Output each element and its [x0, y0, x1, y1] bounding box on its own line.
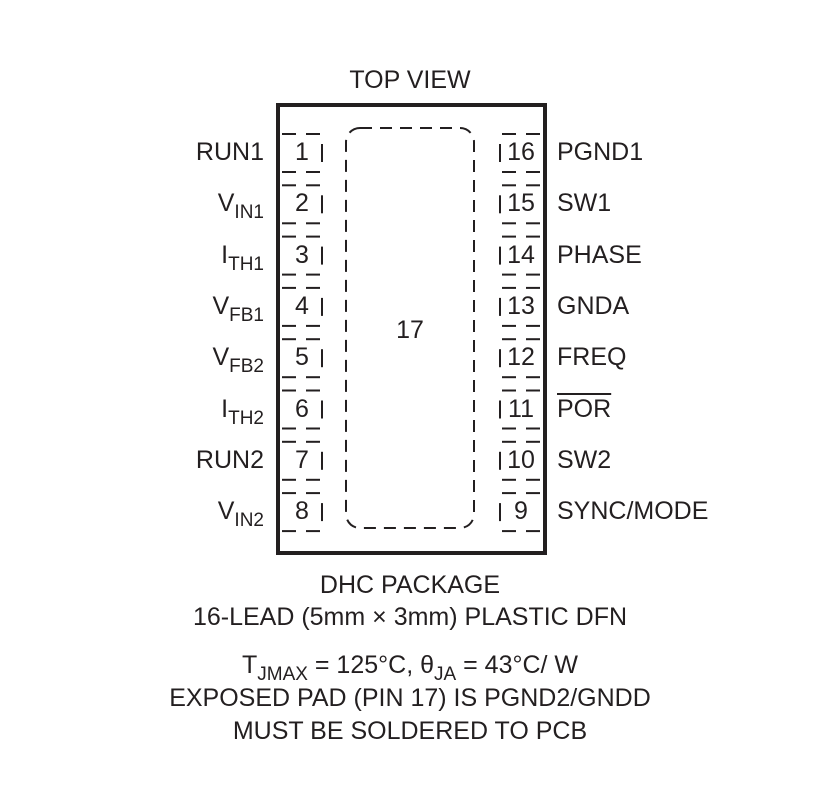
theta-subscript: JA: [434, 664, 457, 685]
pin-label: VFB2: [120, 343, 264, 377]
pin-label: ITH2: [120, 394, 264, 428]
pin-label: POR: [557, 394, 612, 423]
pin-name: RUN1: [195, 138, 264, 166]
exposed-pad-note: EXPOSED PAD (PIN 17) IS PGND2/GNDD: [169, 684, 651, 712]
pin-name-subscript: IN2: [234, 510, 264, 532]
pin-pads: [282, 133, 540, 533]
exposed-pad-outline: [345, 127, 475, 529]
tj-symbol: T: [241, 651, 258, 679]
pin-label: GNDA: [557, 291, 630, 320]
package-description: 16-LEAD (5mm × 3mm) PLASTIC DFN: [192, 603, 628, 631]
exposed-pad-number: 17: [396, 316, 424, 344]
pin-name-subscript: IN1: [234, 202, 264, 224]
pin-label: VIN1: [120, 189, 264, 223]
package-body: [276, 103, 547, 555]
pin-name: V: [217, 497, 235, 526]
pin-number: 4: [295, 291, 309, 320]
pin-label: SW2: [557, 445, 612, 474]
pin-number: 2: [295, 189, 309, 218]
theta-symbol: θ: [420, 651, 434, 679]
pin-label: SW1: [557, 189, 612, 218]
pin-name: V: [212, 291, 230, 320]
package-name: DHC PACKAGE: [319, 571, 501, 599]
pin-number: 15: [507, 189, 535, 218]
pin-number: 5: [295, 343, 309, 372]
pin-name-subscript: FB1: [229, 304, 264, 326]
pin-label: RUN1: [120, 140, 264, 165]
pin-number: 8: [295, 497, 309, 526]
pin-number: 16: [507, 138, 535, 166]
pin-number: 11: [508, 394, 534, 423]
pin-name: I: [221, 394, 229, 423]
pin-number: 12: [507, 343, 535, 372]
pin-number: 7: [295, 445, 309, 474]
pin-number: 14: [507, 240, 535, 269]
tj-value: = 125°C,: [307, 651, 421, 679]
pin-name-subscript: FB2: [229, 356, 264, 378]
pin-label: ITH1: [120, 240, 264, 274]
pin-number: 1: [295, 138, 309, 166]
pin-number: 13: [507, 291, 535, 320]
pin-name-subscript: TH2: [228, 407, 264, 429]
pin-number: 3: [295, 240, 309, 269]
pin-name: I: [221, 240, 229, 269]
pin-label: FREQ: [557, 343, 627, 372]
theta-value: = 43°C/ W: [456, 651, 579, 679]
pin-label: RUN2: [120, 445, 264, 474]
pin-label: PHASE: [557, 240, 642, 269]
pin-name: V: [217, 189, 235, 218]
solder-note: MUST BE SOLDERED TO PCB: [232, 717, 588, 745]
pin-number: 6: [295, 394, 309, 423]
tj-subscript: JMAX: [257, 664, 308, 685]
pin-number: 10: [507, 445, 535, 474]
pin-name: RUN2: [195, 445, 264, 474]
pin-label: VIN2: [120, 497, 264, 531]
pin-number: 9: [514, 497, 528, 526]
pin-name: V: [212, 343, 230, 372]
thermal-spec: TJMAX = 125°C, θJA = 43°C/ W: [130, 651, 690, 685]
pin-label: PGND1: [557, 138, 644, 166]
pin-name-subscript: TH1: [228, 253, 264, 275]
pin-label: SYNC/MODE: [557, 497, 709, 526]
top-view-label: TOP VIEW: [349, 66, 471, 94]
pin-label: VFB1: [120, 291, 264, 325]
